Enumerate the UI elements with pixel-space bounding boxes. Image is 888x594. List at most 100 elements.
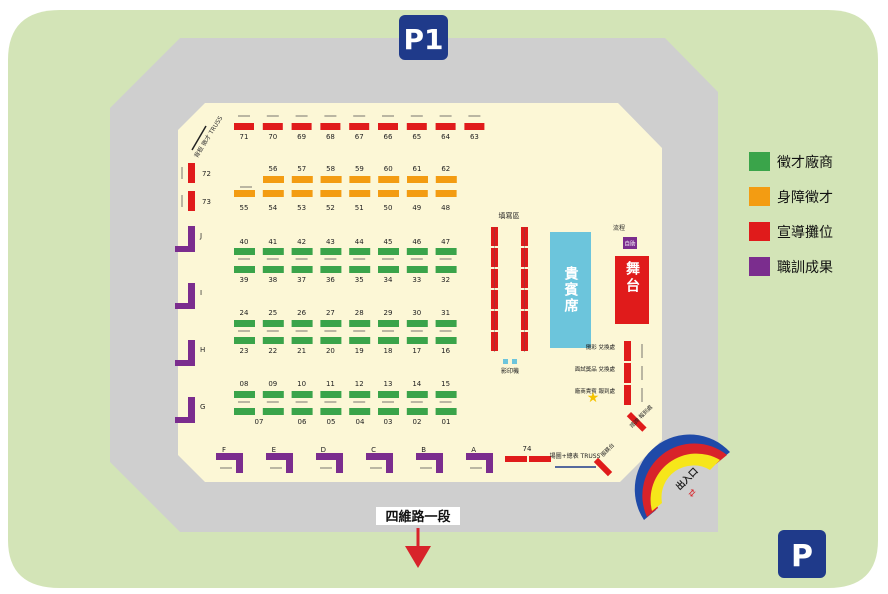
booth-recruit bbox=[262, 391, 284, 398]
booth-recruit bbox=[435, 337, 457, 344]
booth-number: 38 bbox=[268, 276, 277, 284]
booth-training bbox=[366, 453, 393, 473]
booth-number: 32 bbox=[441, 276, 450, 284]
booth-number: 21 bbox=[297, 347, 306, 355]
booth-number: 15 bbox=[441, 380, 450, 388]
booth-recruit bbox=[378, 320, 399, 327]
booth-number: 34 bbox=[384, 276, 393, 284]
booth-disability bbox=[407, 176, 428, 183]
booth-promo bbox=[291, 123, 312, 130]
booth-promo bbox=[188, 191, 195, 211]
road-label: 四維路一段 bbox=[385, 509, 450, 525]
booth-recruit bbox=[435, 248, 457, 255]
booth-number: A bbox=[471, 446, 476, 454]
booth-recruit bbox=[349, 408, 371, 415]
booth-disability bbox=[320, 190, 342, 197]
star-icon: ★ bbox=[587, 390, 600, 406]
booth-training bbox=[175, 397, 195, 423]
consult-desk bbox=[626, 411, 647, 432]
legend-swatch bbox=[749, 257, 770, 276]
booth-number: B bbox=[421, 446, 426, 454]
booth-training bbox=[466, 453, 493, 473]
vendor-checkin-label: 廠商貴賓 報到處 bbox=[575, 387, 616, 395]
booth-number: 19 bbox=[355, 347, 364, 355]
booth-disability bbox=[291, 190, 313, 197]
booth-number: 41 bbox=[268, 238, 277, 246]
booth-recruit bbox=[378, 391, 399, 398]
parking-badge-top: P1 bbox=[399, 15, 448, 60]
booth-number: 02 bbox=[413, 418, 422, 426]
booth-training bbox=[175, 283, 195, 309]
booth-number: 10 bbox=[297, 380, 306, 388]
stage: 舞台 bbox=[615, 256, 649, 324]
booth-recruit bbox=[262, 408, 284, 415]
booth-disability bbox=[320, 176, 342, 183]
booth-number: 55 bbox=[240, 204, 249, 212]
booth-number: 72 bbox=[202, 170, 211, 178]
booth-recruit bbox=[349, 391, 371, 398]
hall-floor bbox=[178, 103, 662, 482]
bottom-truss: 場圖+總表 TRUSS bbox=[550, 452, 601, 468]
service-desk bbox=[624, 363, 631, 383]
booth-recruit bbox=[406, 266, 428, 273]
booth-training bbox=[175, 340, 195, 366]
booth-recruit bbox=[234, 391, 255, 398]
booth-number: 06 bbox=[298, 418, 307, 426]
booth-number: 67 bbox=[355, 133, 364, 141]
service-desk-corner bbox=[593, 457, 613, 477]
booth-number: C bbox=[371, 446, 376, 454]
booth-training bbox=[266, 453, 293, 473]
booth-number: H bbox=[200, 346, 205, 354]
booth-number: 27 bbox=[326, 309, 335, 317]
service-desk bbox=[624, 385, 631, 405]
booth-recruit bbox=[406, 408, 428, 415]
booth-recruit bbox=[291, 391, 313, 398]
stage-label: 舞台 bbox=[624, 260, 640, 295]
booth-recruit bbox=[234, 408, 255, 415]
booth-recruit bbox=[349, 337, 371, 344]
booth-recruit bbox=[234, 248, 255, 255]
printer: 影印機 bbox=[501, 359, 519, 375]
booth-recruit bbox=[435, 408, 457, 415]
booth-disability bbox=[349, 190, 371, 197]
booth-number: 16 bbox=[441, 347, 450, 355]
booth-recruit bbox=[435, 320, 457, 327]
booth-number: 45 bbox=[384, 238, 393, 246]
booth-promo bbox=[435, 123, 456, 130]
booth-number: 52 bbox=[326, 204, 335, 212]
booth-number: 25 bbox=[268, 309, 277, 317]
down-arrow-icon bbox=[405, 546, 431, 568]
booth-number: 40 bbox=[240, 238, 249, 246]
booth-disability bbox=[378, 176, 400, 183]
booth-promo bbox=[349, 123, 370, 130]
booth-disability bbox=[291, 176, 313, 183]
booth-number: 05 bbox=[327, 418, 336, 426]
booth-promo bbox=[234, 123, 254, 130]
legend-label: 身障徵才 bbox=[777, 190, 833, 206]
booth-recruit bbox=[291, 320, 313, 327]
booth-number: 35 bbox=[355, 276, 364, 284]
booth-disability bbox=[435, 176, 457, 183]
printer-label: 影印機 bbox=[501, 367, 519, 375]
booth-recruit bbox=[406, 248, 428, 255]
booth-number: 36 bbox=[326, 276, 335, 284]
booth-recruit bbox=[406, 337, 428, 344]
booth-number: 24 bbox=[240, 309, 249, 317]
booth-recruit bbox=[378, 337, 399, 344]
booth-disability bbox=[378, 190, 399, 197]
booth-disability bbox=[435, 190, 457, 197]
booth-number: 33 bbox=[412, 276, 421, 284]
booth-recruit bbox=[234, 320, 255, 327]
booth-recruit bbox=[378, 248, 399, 255]
booth-recruit bbox=[435, 266, 457, 273]
booth-number: F bbox=[222, 446, 226, 454]
booth-disability bbox=[262, 190, 284, 197]
booth-number: 60 bbox=[384, 165, 393, 173]
photo-redeem-label: 攤彩 兌換處 bbox=[586, 343, 616, 351]
booth-number: 07 bbox=[255, 418, 264, 426]
booth-number: 48 bbox=[441, 204, 450, 212]
booth-recruit bbox=[378, 408, 399, 415]
booth-number: 61 bbox=[413, 165, 422, 173]
booth-recruit bbox=[234, 266, 255, 273]
booth-recruit bbox=[349, 320, 371, 327]
